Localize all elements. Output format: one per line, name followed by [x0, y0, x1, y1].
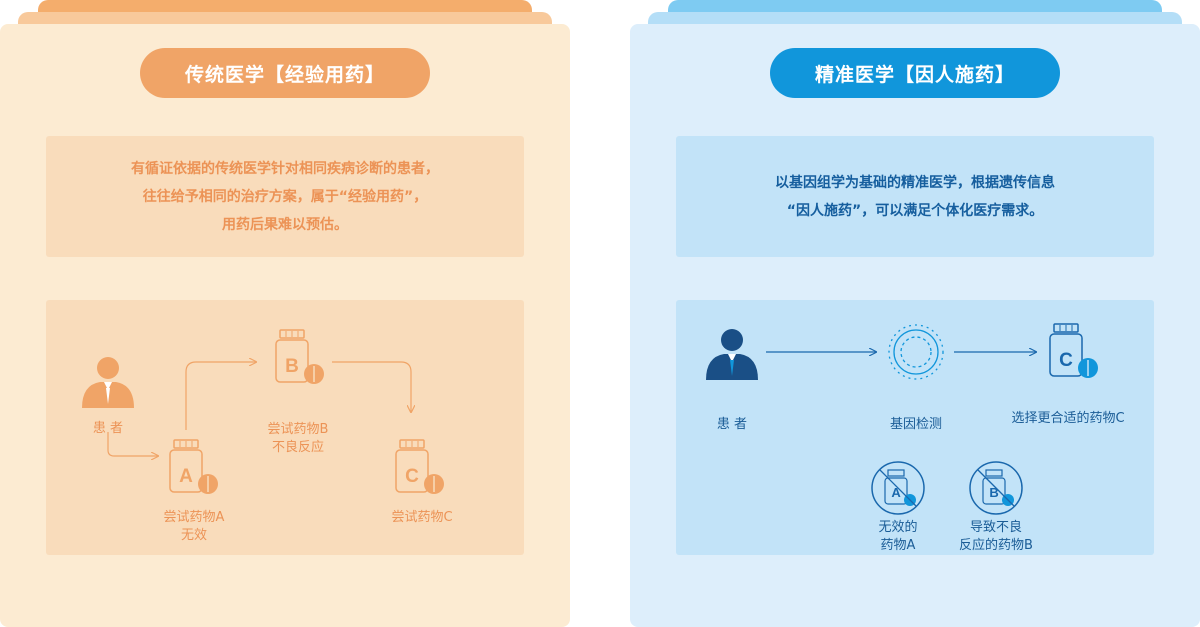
- excluded-letter-a: A: [891, 485, 901, 500]
- desc-line: 以基因组学为基础的精准医学，根据遗传信息: [775, 174, 1055, 191]
- traditional-diagram: A B C 患 者 尝试药: [46, 300, 524, 555]
- drug-a-label-line1: 尝试药物A: [163, 510, 225, 525]
- bottle-letter-c: C: [1059, 350, 1073, 371]
- precision-diagram: C A B 患 者 基因检: [676, 300, 1154, 555]
- traditional-diagram-graphics: A B C: [82, 329, 444, 494]
- gene-test-label: 基因检测: [889, 417, 943, 432]
- desc-line: 有循证依据的传统医学针对相同疾病诊断的患者，: [131, 160, 439, 177]
- bad-drug-b-label-line2: 反应的药物B: [959, 538, 1033, 553]
- excluded-letter-b: B: [989, 485, 998, 500]
- bottle-letter-c: C: [405, 466, 419, 487]
- drug-b-label-line2: 不良反应: [271, 440, 325, 455]
- precision-title: 精准医学【因人施药】: [770, 48, 1060, 98]
- dna-ring-icon: [888, 324, 944, 380]
- bottle-c-icon: C: [1049, 323, 1098, 378]
- drug-a-label-line2: 无效: [180, 528, 208, 543]
- patient-label: 患 者: [716, 417, 748, 432]
- bad-drug-a-label-line1: 无效的: [878, 520, 918, 535]
- bottle-letter-b: B: [285, 356, 299, 377]
- desc-line: “因人施药”，可以满足个体化医疗需求。: [786, 202, 1044, 219]
- desc-line: 往往给予相同的治疗方案，属于“经验用药”，: [142, 188, 428, 205]
- patient-icon: [82, 357, 134, 408]
- patient-label: 患 者: [92, 421, 124, 436]
- patient-icon: [706, 329, 758, 380]
- traditional-medicine-panel: 传统医学【经验用药】 有循证依据的传统医学针对相同疾病诊断的患者， 往往给予相同…: [0, 0, 570, 627]
- excluded-bottle-b-icon: B: [969, 461, 1023, 515]
- bottle-b-icon: B: [275, 329, 324, 384]
- bad-drug-a-label-line2: 药物A: [880, 538, 916, 553]
- drug-c-label: 尝试药物C: [391, 510, 453, 525]
- arrow-patient-to-a: [107, 432, 158, 456]
- excluded-bottle-a-icon: A: [871, 461, 925, 515]
- drug-b-label-line1: 尝试药物B: [267, 422, 329, 437]
- choose-drug-c-label: 选择更合适的药物C: [1011, 411, 1125, 426]
- bottle-letter-a: A: [179, 466, 193, 487]
- precision-diagram-graphics: C A B: [706, 323, 1098, 515]
- precision-medicine-panel: 精准医学【因人施药】 以基因组学为基础的精准医学，根据遗传信息 “因人施药”，可…: [630, 0, 1200, 627]
- desc-line: 用药后果难以预估。: [222, 216, 348, 233]
- bottle-c-icon: C: [395, 439, 444, 494]
- arrow-a-to-b: [185, 362, 256, 430]
- arrow-b-to-c: [332, 361, 411, 412]
- traditional-description: 有循证依据的传统医学针对相同疾病诊断的患者， 往往给予相同的治疗方案，属于“经验…: [46, 136, 524, 257]
- traditional-title: 传统医学【经验用药】: [140, 48, 430, 98]
- bottle-a-icon: A: [169, 439, 218, 494]
- precision-description: 以基因组学为基础的精准医学，根据遗传信息 “因人施药”，可以满足个体化医疗需求。: [676, 136, 1154, 257]
- bad-drug-b-label-line1: 导致不良: [969, 520, 1023, 535]
